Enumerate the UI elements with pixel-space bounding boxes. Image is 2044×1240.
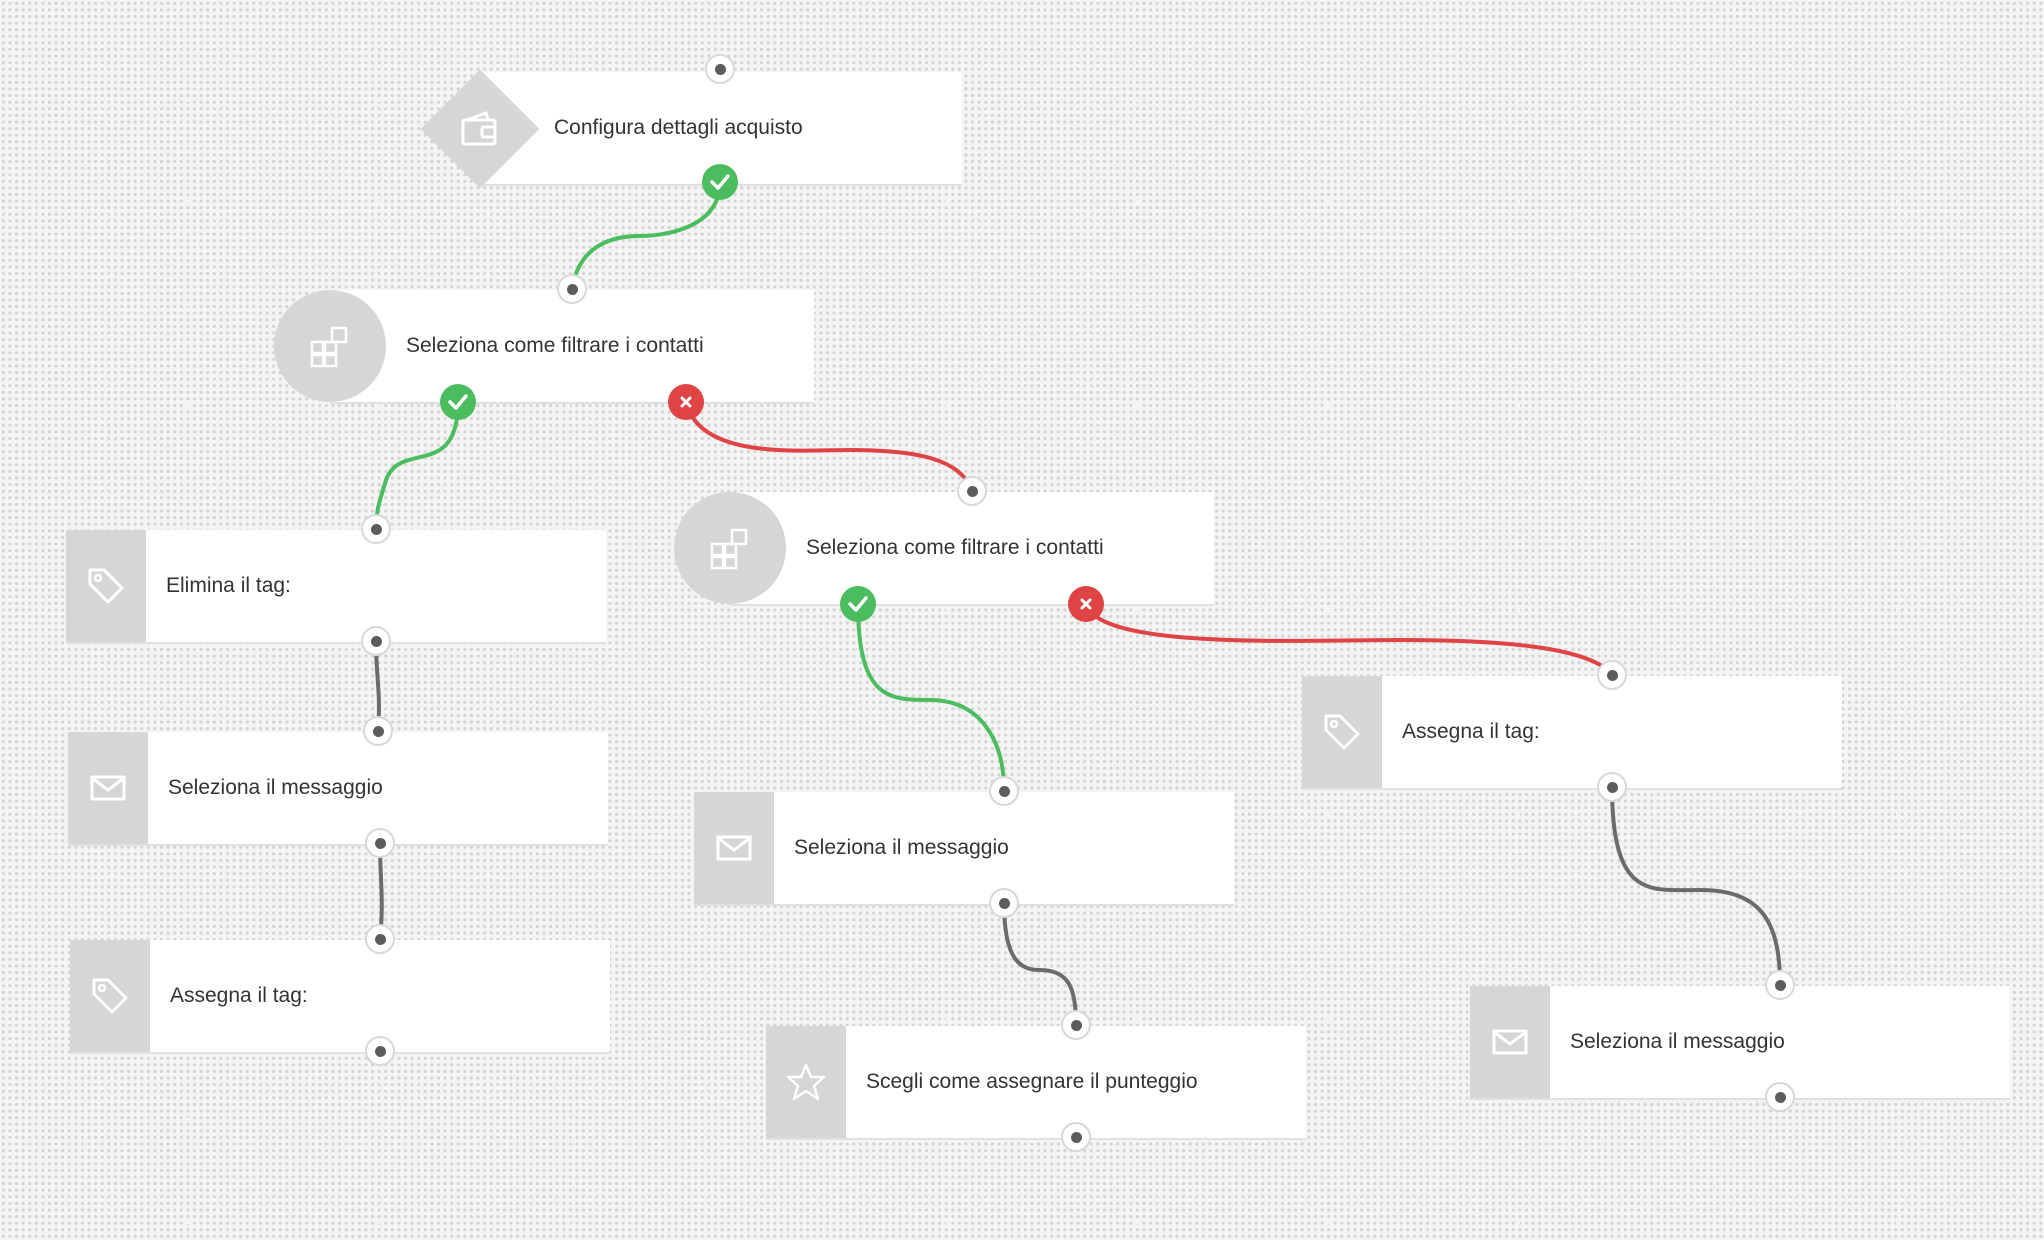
tag-icon (70, 940, 150, 1052)
node-label: Seleziona il messaggio (794, 836, 1009, 859)
input-port[interactable] (363, 716, 393, 746)
input-port[interactable] (557, 274, 587, 304)
input-port[interactable] (957, 476, 987, 506)
node-message-2[interactable]: Seleziona il messaggio (694, 792, 1234, 904)
node-message-1[interactable]: Seleziona il messaggio (68, 732, 608, 844)
star-icon (766, 1026, 846, 1138)
node-score[interactable]: Scegli come assegnare il punteggio (766, 1026, 1306, 1138)
input-port[interactable] (1765, 970, 1795, 1000)
node-message-3[interactable]: Seleziona il messaggio (1470, 986, 2010, 1098)
input-port[interactable] (365, 924, 395, 954)
node-label: Scegli come assegnare il punteggio (866, 1070, 1198, 1093)
connector-assign-tag-2-to-message-3 (1610, 785, 1782, 986)
output-port[interactable] (1061, 1122, 1091, 1152)
output-port[interactable] (365, 828, 395, 858)
no-branch-x-icon[interactable] (668, 384, 704, 420)
node-remove-tag[interactable]: Elimina il tag: (66, 530, 606, 642)
node-assign-tag-1[interactable]: Assegna il tag: (70, 940, 610, 1052)
output-port[interactable] (1597, 772, 1627, 802)
node-label: Elimina il tag: (166, 574, 291, 597)
tag-icon (1302, 676, 1382, 788)
output-port[interactable] (361, 626, 391, 656)
input-port[interactable] (1597, 660, 1627, 690)
connector-purchase-to-filter-1 (570, 181, 722, 290)
node-filter-2[interactable]: Seleziona come filtrare i contatti (730, 492, 1214, 604)
output-port[interactable] (365, 1036, 395, 1066)
blocks-icon (674, 492, 786, 604)
envelope-icon (68, 732, 148, 844)
yes-branch-check-icon[interactable] (840, 586, 876, 622)
node-label: Seleziona il messaggio (1570, 1030, 1785, 1053)
tag-icon (66, 530, 146, 642)
output-port[interactable] (1765, 1082, 1795, 1112)
input-port[interactable] (361, 514, 391, 544)
input-port[interactable] (989, 776, 1019, 806)
yes-branch-check-icon[interactable] (702, 164, 738, 200)
node-label: Seleziona come filtrare i contatti (806, 536, 1104, 559)
connector-message-2-to-score (1002, 901, 1078, 1026)
yes-branch-check-icon[interactable] (440, 384, 476, 420)
node-label: Seleziona il messaggio (168, 776, 383, 799)
connector-filter-2-to-assign-tag-2 (1084, 603, 1614, 676)
node-label: Configura dettagli acquisto (554, 116, 803, 139)
connector-filter-1-to-filter-2 (684, 401, 974, 491)
wallet-icon (420, 69, 540, 189)
node-label: Assegna il tag: (170, 984, 308, 1007)
output-port[interactable] (989, 888, 1019, 918)
envelope-icon (694, 792, 774, 904)
envelope-icon (1470, 986, 1550, 1098)
blocks-icon (274, 290, 386, 402)
node-filter-1[interactable]: Seleziona come filtrare i contatti (330, 290, 814, 402)
no-branch-x-icon[interactable] (1068, 586, 1104, 622)
connector-filter-2-to-message-2 (856, 603, 1006, 791)
node-label: Seleziona come filtrare i contatti (406, 334, 704, 357)
node-assign-tag-2[interactable]: Assegna il tag: (1302, 676, 1842, 788)
connector-filter-1-to-remove-tag (374, 401, 460, 530)
input-port[interactable] (705, 54, 735, 84)
node-label: Assegna il tag: (1402, 720, 1540, 743)
input-port[interactable] (1061, 1010, 1091, 1040)
